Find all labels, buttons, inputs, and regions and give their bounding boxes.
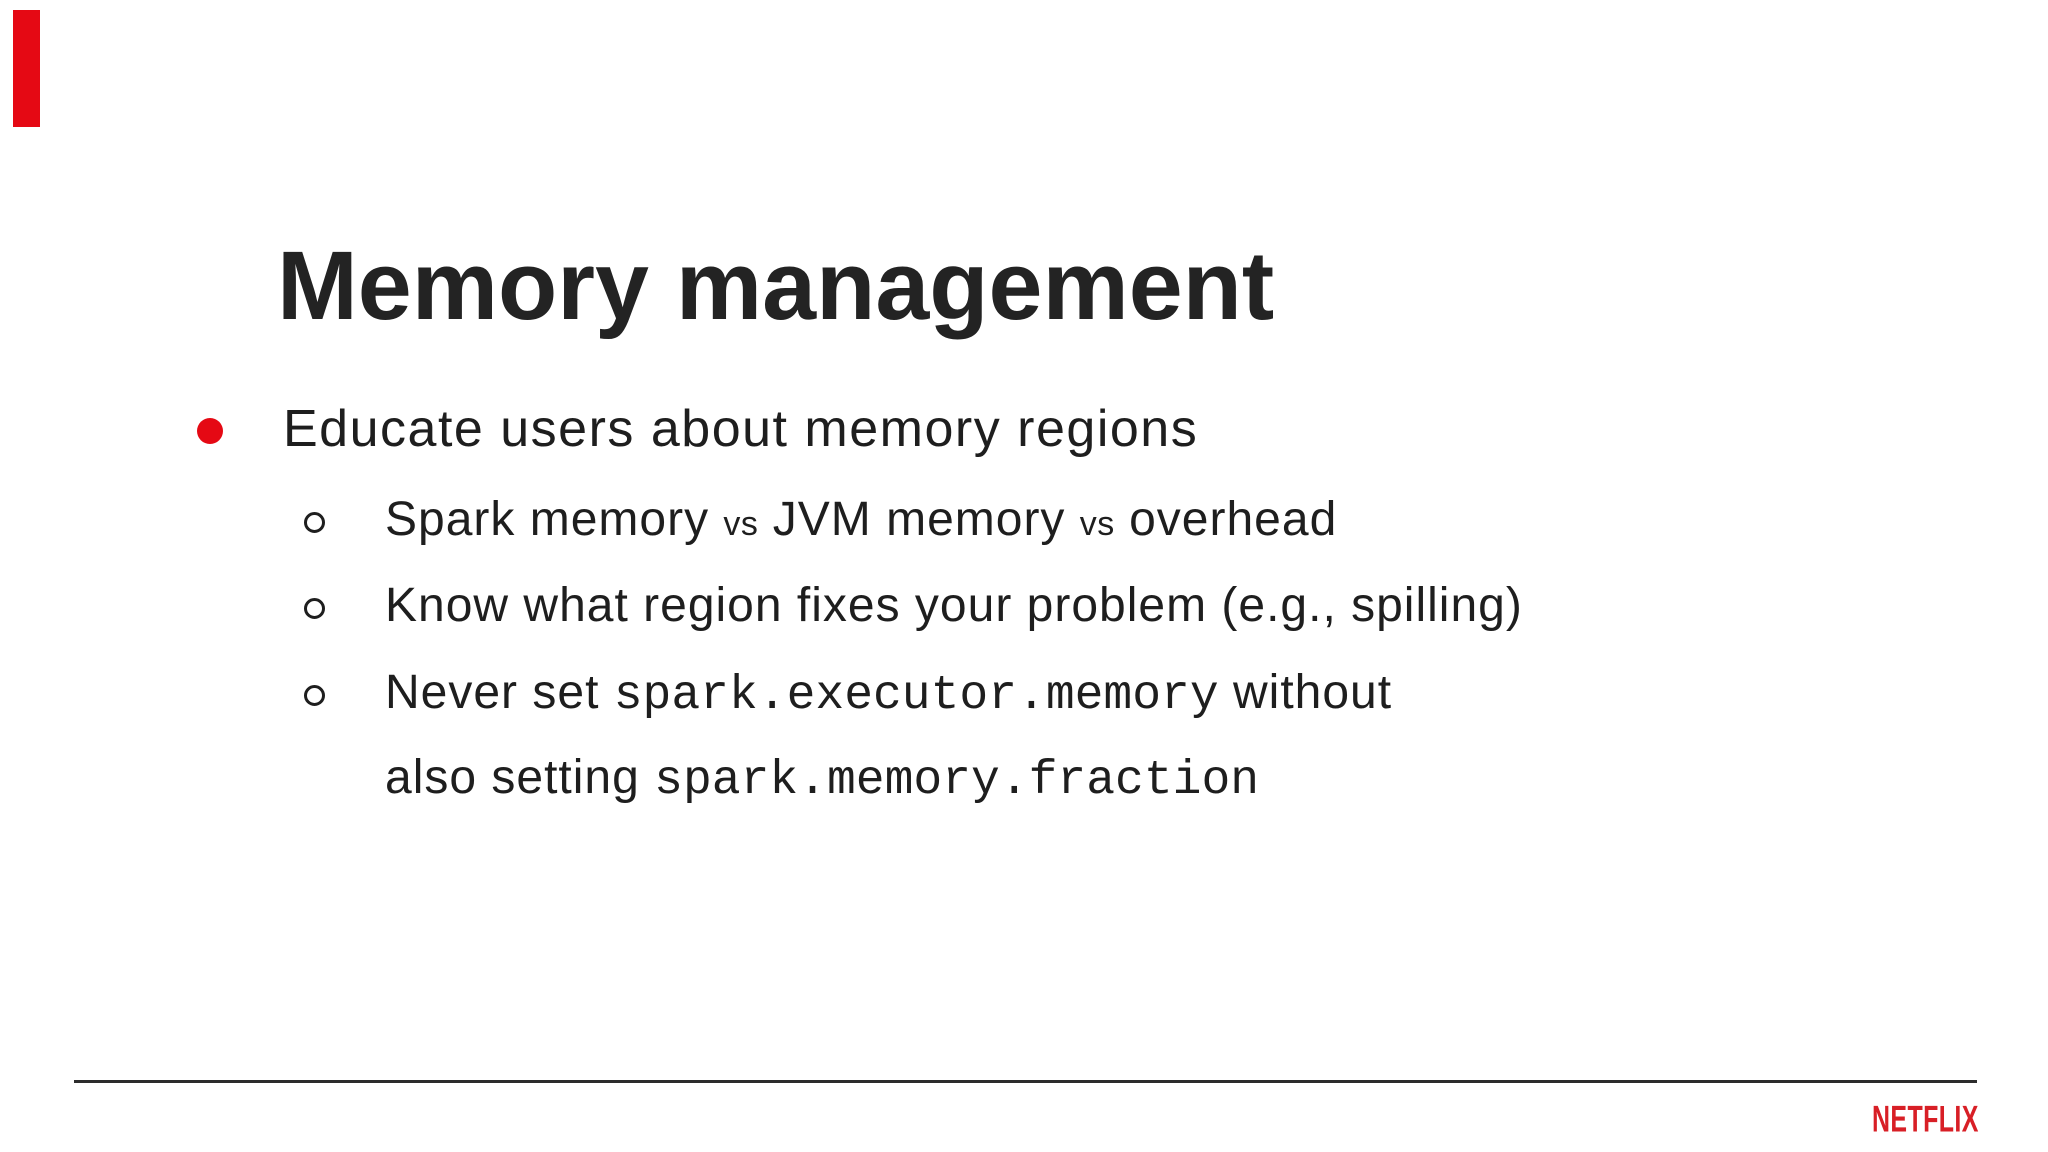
hollow-bullet-icon <box>304 512 325 533</box>
sub-bullet-text: Never set spark.executor.memory without <box>385 666 1393 723</box>
hollow-bullet-icon <box>304 598 325 619</box>
sub-bullet-text: Spark memory vs JVM memory vs overhead <box>385 496 1337 544</box>
code-text: spark.executor.memory <box>613 669 1219 723</box>
netflix-logo: NETFLIX <box>1872 1098 1979 1140</box>
sub-bullet-segment: without <box>1218 666 1393 719</box>
footer-divider-line <box>74 1080 1977 1083</box>
sub-bullet-text-wrap: also setting spark.memory.fraction <box>385 751 1260 808</box>
filled-bullet-icon <box>197 418 223 444</box>
hollow-bullet-icon <box>304 685 325 706</box>
bullet-text: Educate users about memory regions <box>283 400 1199 458</box>
sub-bullet-segment: overhead <box>1114 493 1338 546</box>
code-text: spark.memory.fraction <box>654 754 1260 808</box>
sub-bullet-text: Know what region fixes your problem (e.g… <box>385 579 1523 632</box>
vs-label: vs <box>723 505 759 543</box>
red-accent-bar <box>13 10 40 127</box>
sub-bullet-segment: Spark memory <box>385 493 724 546</box>
vs-label: vs <box>1079 505 1115 543</box>
sub-bullet-segment: also setting <box>385 751 655 804</box>
sub-bullet-segment: Never set <box>385 666 614 719</box>
sub-bullet-segment: JVM memory <box>758 493 1080 546</box>
slide-title: Memory management <box>277 231 1275 340</box>
